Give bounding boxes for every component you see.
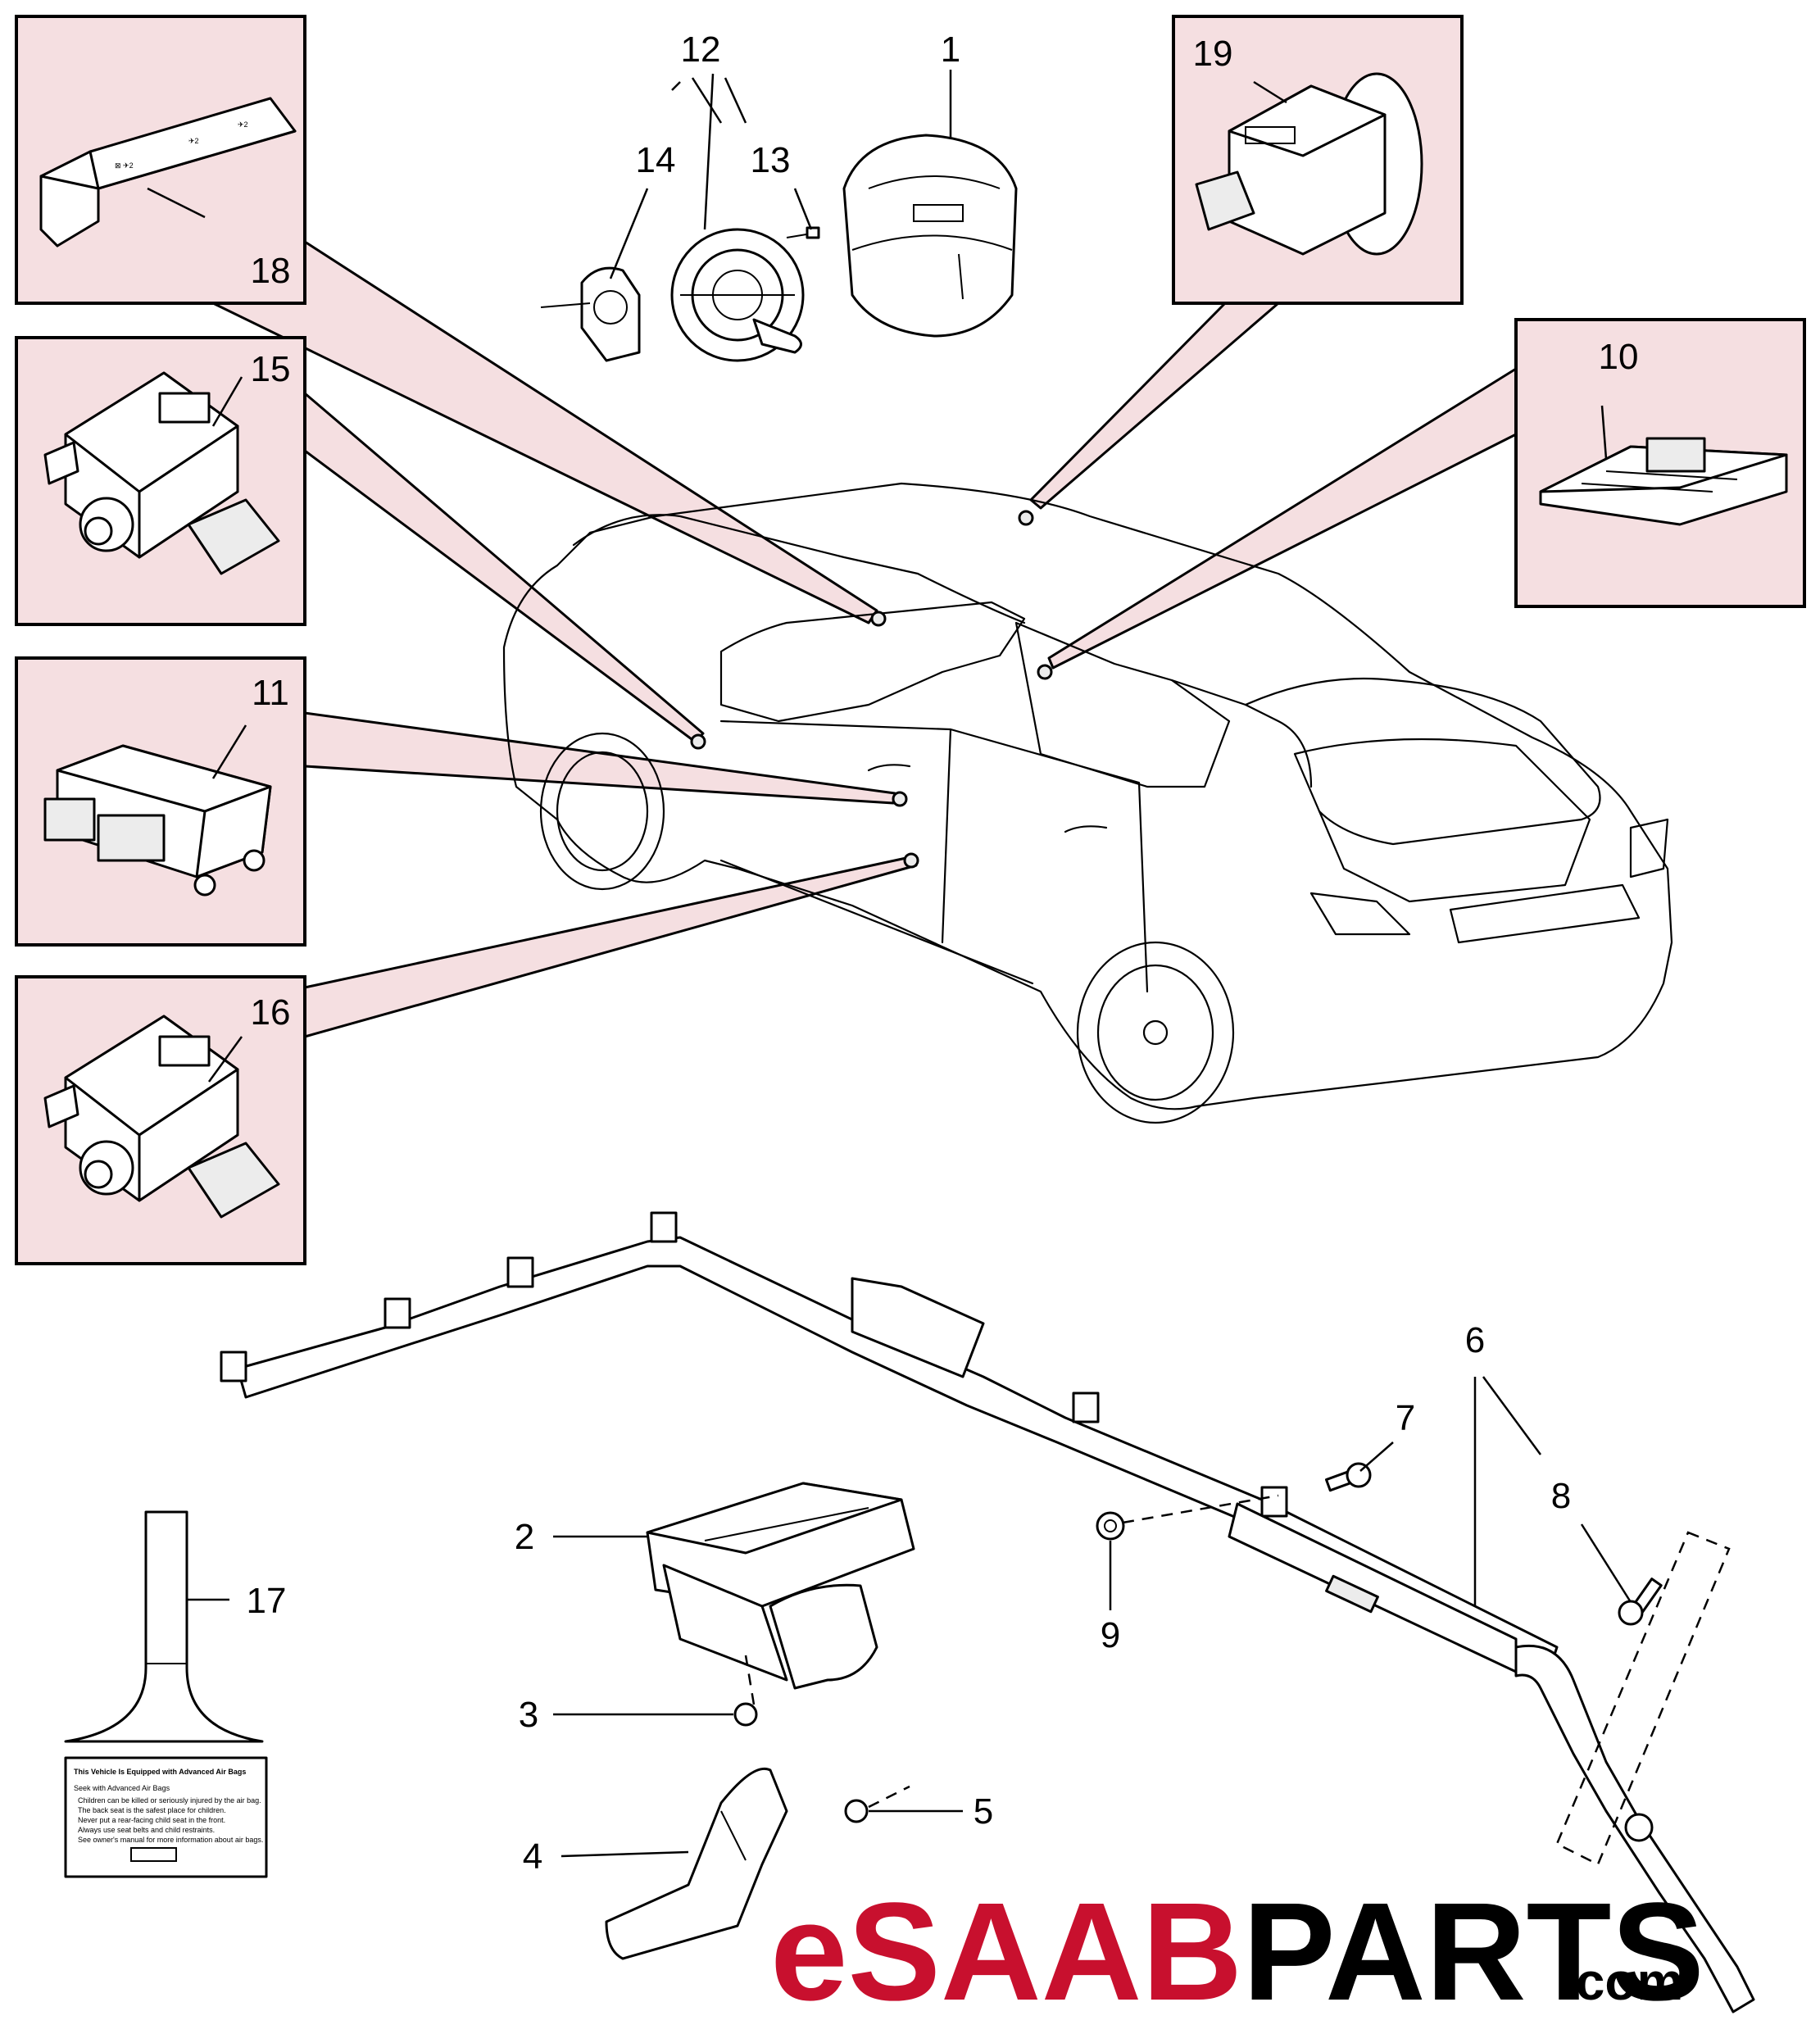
part-17-airbag-warning-label [64, 1510, 268, 1878]
part-9-nut [1096, 1511, 1125, 1541]
callout-4: 4 [523, 1836, 542, 1877]
label-line: Children can be killed or seriously inju… [78, 1796, 261, 1805]
vehicle-outline [502, 482, 1673, 1124]
logo-prefix: e [770, 1874, 848, 2030]
label-intro: Seek with Advanced Air Bags [74, 1784, 170, 1792]
part-14-steering-angle-sensor [540, 266, 641, 362]
callout-1: 1 [941, 30, 960, 70]
callout-14: 14 [636, 140, 676, 180]
part-18-indicator-panel: ⊠ ✈2 ✈2 ✈2 [39, 97, 297, 247]
callout-wedge-16 [303, 855, 918, 1038]
part-10-overhead-sensor [1539, 437, 1788, 526]
part-19-connector [1195, 72, 1423, 256]
svg-text:✈2: ✈2 [188, 137, 199, 145]
callout-numbers: 1 2 3 4 5 6 7 8 9 10 11 12 13 14 15 16 1… [247, 30, 1639, 1877]
part-12-clock-spring [670, 228, 805, 362]
detail-bracket-8 [1555, 1531, 1731, 1866]
callout-16: 16 [251, 992, 291, 1033]
part-3-nut [733, 1702, 758, 1727]
part-8-bolt [1618, 1578, 1663, 1626]
part-15-side-impact-sensor [43, 371, 280, 575]
logo-brand: SAAB [848, 1874, 1243, 2030]
callout-box-18 [15, 15, 306, 305]
svg-text:✈2: ✈2 [238, 120, 248, 129]
leader-lines [147, 70, 1632, 1858]
part-7-bolt [1325, 1462, 1372, 1492]
callout-wedge-19 [1029, 302, 1280, 510]
part-16-side-impact-sensor [43, 1015, 280, 1219]
sensor-mount-marker [870, 611, 887, 627]
callout-8: 8 [1551, 1476, 1571, 1516]
sensor-mount-marker [892, 791, 908, 807]
part-2-passenger-airbag [646, 1482, 915, 1690]
callout-5: 5 [974, 1791, 993, 1832]
label-line: See owner's manual for more information … [78, 1836, 263, 1844]
label-line: Always use seat belts and child restrain… [78, 1826, 215, 1834]
logo-tld: .com [1561, 1952, 1683, 2011]
svg-text:⊠ ✈2: ⊠ ✈2 [115, 161, 134, 170]
callout-19: 19 [1193, 34, 1233, 74]
callout-17: 17 [247, 1581, 287, 1621]
callout-10: 10 [1599, 337, 1639, 377]
part-13-screw [786, 226, 820, 239]
callout-wedge-11 [303, 711, 896, 805]
callout-7: 7 [1396, 1398, 1415, 1438]
part-5-nut [844, 1799, 869, 1823]
label-line: The back seat is the safest place for ch… [78, 1806, 226, 1814]
sensor-mount-marker [1037, 664, 1053, 680]
part-11-airbag-control-module [43, 744, 272, 897]
callout-15: 15 [251, 349, 291, 389]
callout-6: 6 [1465, 1320, 1485, 1360]
esaabparts-logo: eSAABPARTS .com [770, 1874, 1704, 2030]
label-17-text: This Vehicle Is Equipped with Advanced A… [74, 1768, 263, 1844]
callout-12: 12 [681, 30, 721, 70]
callout-11: 11 [252, 673, 289, 713]
callout-9: 9 [1101, 1615, 1120, 1655]
sensor-mount-marker [903, 852, 919, 869]
logo-suffix: PARTS [1242, 1874, 1704, 2030]
callout-18: 18 [251, 251, 291, 291]
part-1-driver-airbag [842, 134, 1018, 338]
callout-13: 13 [751, 140, 791, 180]
part-6-curtain-airbag [220, 1211, 1755, 2013]
part-4-knee-airbag [605, 1767, 788, 1960]
svg-text:eSAABPARTS: eSAABPARTS [770, 1874, 1704, 2030]
callout-3: 3 [519, 1695, 538, 1735]
label-heading: This Vehicle Is Equipped with Advanced A… [74, 1768, 246, 1776]
label-line: Never put a rear-facing child seat in th… [78, 1816, 225, 1824]
sensor-mount-marker [1018, 510, 1034, 526]
sensor-mount-marker [690, 733, 706, 750]
callout-2: 2 [515, 1517, 534, 1557]
